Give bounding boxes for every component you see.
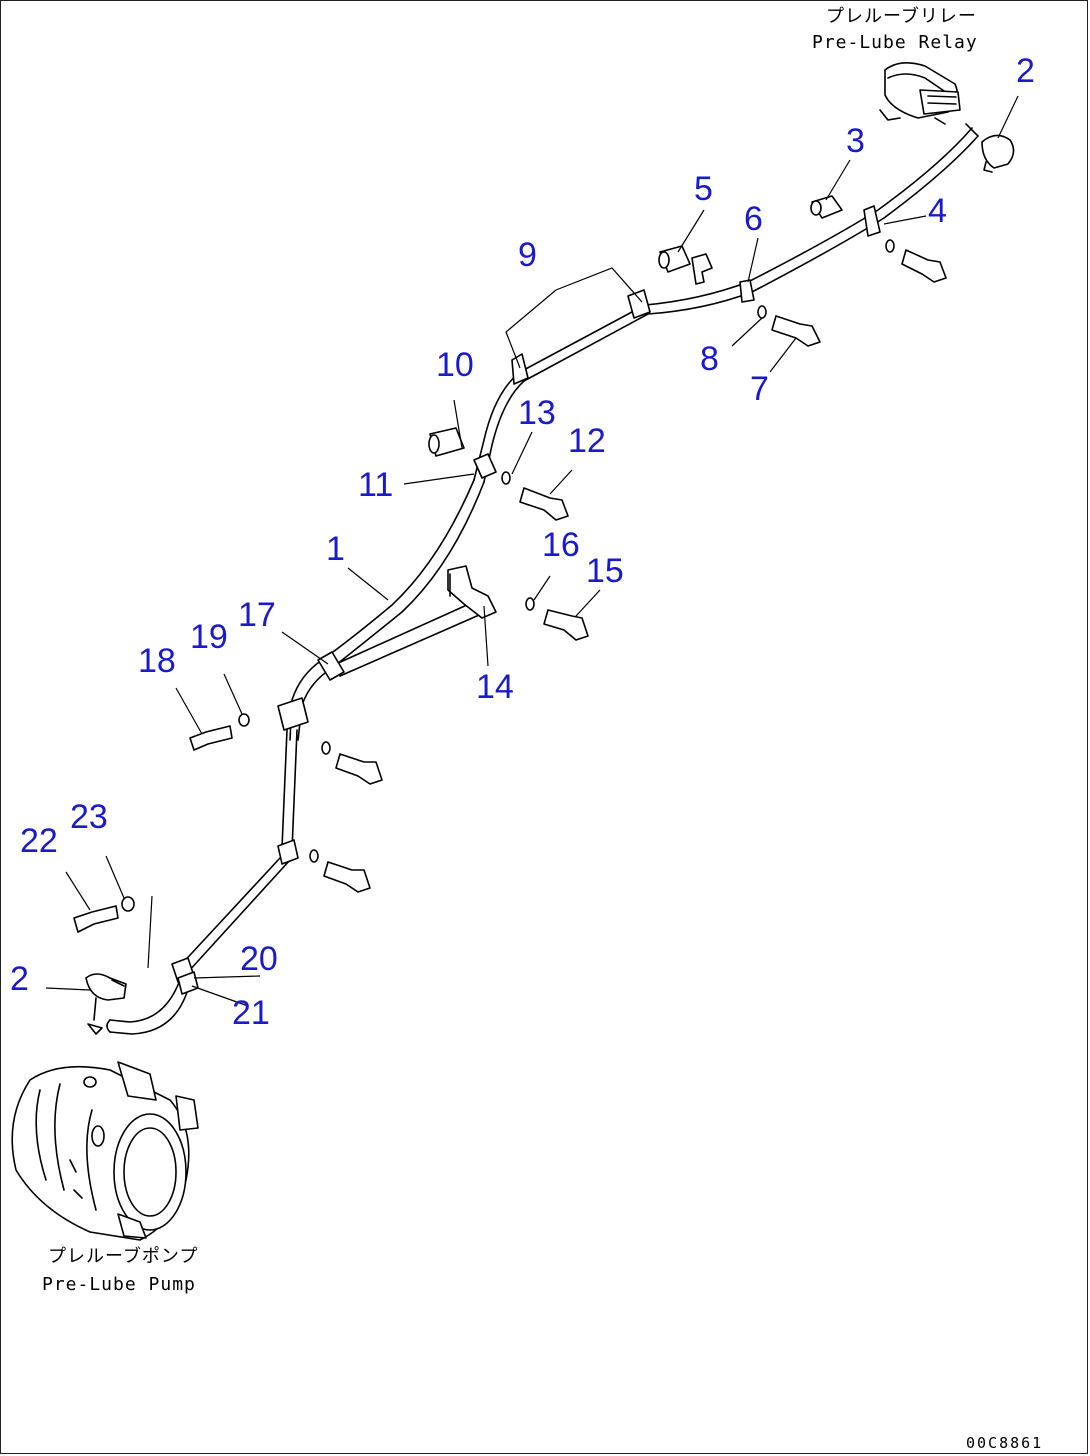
connector-bottom <box>85 973 127 1035</box>
callout-4: 4 <box>928 192 947 230</box>
callout-8: 8 <box>700 340 719 378</box>
callout-21: 21 <box>232 994 270 1032</box>
callout-6: 6 <box>744 200 763 238</box>
pre-lube-pump <box>11 1061 199 1241</box>
washers <box>121 239 895 912</box>
leader-lines <box>45 95 1019 1007</box>
callout-5: 5 <box>694 170 713 208</box>
callout-17: 17 <box>238 596 276 634</box>
drawing-code: 00C8861 <box>966 1434 1043 1452</box>
pump-label-jp: プレルーブポンプ <box>48 1245 198 1267</box>
callout-9: 9 <box>518 236 537 274</box>
pre-lube-relay <box>879 62 961 125</box>
callout-3: 3 <box>846 122 865 160</box>
callout-7: 7 <box>750 370 769 408</box>
spacers <box>428 195 843 457</box>
callout-13: 13 <box>518 394 556 432</box>
callout-18: 18 <box>138 642 176 680</box>
relay-label-jp: プレルーブリレー <box>826 5 977 27</box>
callout-19: 19 <box>190 618 228 656</box>
bolts <box>73 249 947 933</box>
relay-label-en: Pre-Lube Relay <box>812 32 978 53</box>
callout-15: 15 <box>586 552 624 590</box>
wiring-harness <box>106 127 979 1035</box>
callout-14: 14 <box>476 668 514 706</box>
callout-1: 1 <box>326 530 345 568</box>
callout-2-top: 2 <box>1016 52 1035 90</box>
callout-20: 20 <box>240 940 278 978</box>
part-callouts: 2 3 4 5 6 7 8 9 10 11 12 13 14 15 16 17 … <box>10 52 1035 1032</box>
callout-11: 11 <box>358 466 393 504</box>
callout-16: 16 <box>542 526 580 564</box>
callout-2-bottom: 2 <box>10 960 29 998</box>
callout-23: 23 <box>70 798 108 836</box>
bracket <box>447 565 497 619</box>
callout-10: 10 <box>436 346 474 384</box>
connector-top <box>965 123 1015 173</box>
clamps <box>171 205 881 995</box>
callout-12: 12 <box>568 422 606 460</box>
pump-label-en: Pre-Lube Pump <box>42 1274 196 1295</box>
callout-22: 22 <box>20 822 58 860</box>
